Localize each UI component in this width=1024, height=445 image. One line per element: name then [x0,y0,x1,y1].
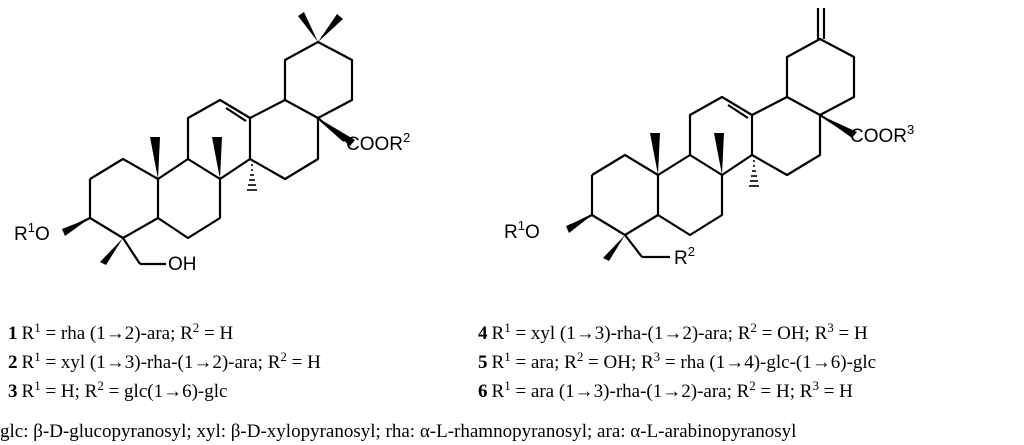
ester-label-2: COOR3 [850,122,914,147]
sugar-legend: glc: β-D-glucopyranosyl; xyl: β-D-xylopy… [0,421,797,442]
hydroxy-label-1: OH [168,254,197,275]
structure-1 [65,40,354,266]
stereo-wedges-2 [566,115,857,261]
oxy-label-2: R1O [504,218,540,243]
structure-2 [569,8,856,259]
hash-bonds-2 [749,160,759,187]
oxy-label-1: R1O [14,220,50,245]
hash-bonds-1 [247,164,257,191]
stereo-wedges-1 [62,12,355,265]
ester-label-1: COOR2 [346,130,410,155]
structure-diagrams: R1O OH COOR2 [14,8,914,275]
side-label-2: R2 [674,244,695,269]
